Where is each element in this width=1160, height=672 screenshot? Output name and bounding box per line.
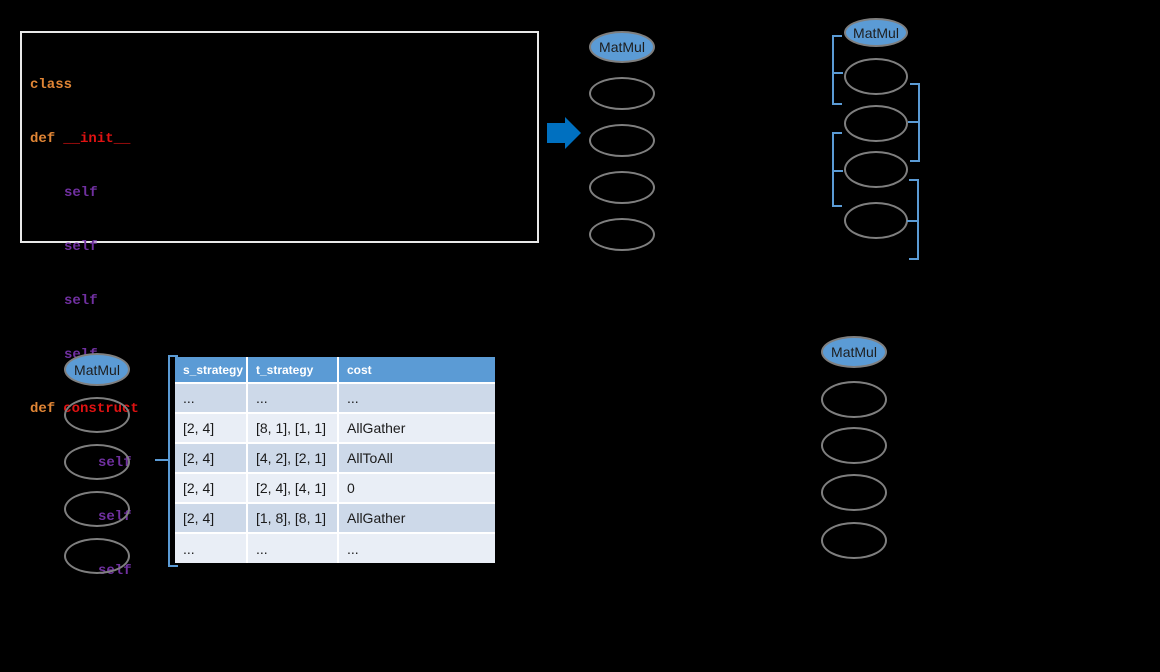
strategy-node <box>844 58 908 95</box>
matmul-node: MatMul <box>844 18 908 47</box>
self-token: self <box>64 239 98 255</box>
keyword-def: def <box>30 131 56 147</box>
matmul-node: MatMul <box>64 353 130 386</box>
matmul-label: MatMul <box>831 344 877 360</box>
table-cell: AllGather <box>338 413 495 444</box>
matmul-label: MatMul <box>599 39 645 55</box>
code-line: def __init__ <box>30 130 537 148</box>
self-token: self <box>64 293 98 309</box>
right-arrow-head-icon <box>565 117 581 149</box>
keyword-class: class <box>30 77 73 93</box>
strategy-node <box>844 105 908 142</box>
table-row: ... ... ... <box>175 383 495 414</box>
table-cell: ... <box>175 383 248 414</box>
strategy-node <box>64 491 130 527</box>
table-row: [2, 4] [4, 2], [2, 1] AllToAll <box>175 443 495 474</box>
bracket-tick <box>834 72 843 74</box>
table-cell: 0 <box>338 473 495 504</box>
column-header-s-strategy: s_strategy <box>175 357 248 384</box>
strategy-node <box>821 474 887 511</box>
table-cell: [2, 4] <box>175 413 248 444</box>
group-bracket <box>907 179 919 260</box>
table-cell: [2, 4] <box>175 473 248 504</box>
code-line: self <box>30 184 537 202</box>
code-line: self <box>30 238 537 256</box>
table-cell: ... <box>338 383 495 414</box>
table-cell: ... <box>175 533 248 563</box>
bracket-connector <box>155 459 170 461</box>
strategy-node <box>589 218 655 251</box>
group-bracket <box>832 35 843 105</box>
strategy-node <box>589 77 655 110</box>
code-panel: class def__init__ self self self self de… <box>20 31 539 579</box>
column-header-cost: cost <box>338 357 495 384</box>
strategy-node <box>64 444 130 480</box>
strategy-node <box>844 202 908 239</box>
keyword-def: def <box>30 401 56 417</box>
strategy-cost-table: s_strategy t_strategy cost ... ... ... [… <box>175 357 495 563</box>
bracket-tick <box>834 170 843 172</box>
table-row: [2, 4] [1, 8], [8, 1] AllGather <box>175 503 495 534</box>
table-row: ... ... ... <box>175 533 495 563</box>
strategy-node <box>821 427 887 464</box>
table-cell: ... <box>247 533 339 563</box>
table-cell: [2, 4] <box>175 503 248 534</box>
right-arrow-icon <box>547 123 565 143</box>
column-header-t-strategy: t_strategy <box>247 357 339 384</box>
strategy-node <box>821 381 887 418</box>
bracket-tick <box>907 220 917 222</box>
group-bracket <box>832 132 843 207</box>
table-cell: [2, 4], [4, 1] <box>247 473 339 504</box>
matmul-label: MatMul <box>853 24 899 41</box>
table-bracket <box>155 355 178 567</box>
table-header-row: s_strategy t_strategy cost <box>175 357 495 384</box>
group-bracket <box>908 83 920 162</box>
method-name-init: __init__ <box>63 131 131 147</box>
table-row: [2, 4] [2, 4], [4, 1] 0 <box>175 473 495 504</box>
table-cell: ... <box>247 383 339 414</box>
table-cell: [4, 2], [2, 1] <box>247 443 339 474</box>
table-cell: AllToAll <box>338 443 495 474</box>
table-cell: AllGather <box>338 503 495 534</box>
code-line: self <box>30 292 537 310</box>
self-token: self <box>64 185 98 201</box>
strategy-node <box>589 124 655 157</box>
strategy-node <box>64 538 130 574</box>
matmul-label: MatMul <box>74 361 120 378</box>
strategy-node <box>844 151 908 188</box>
table-cell: ... <box>338 533 495 563</box>
matmul-node: MatMul <box>821 336 887 368</box>
table-row: [2, 4] [8, 1], [1, 1] AllGather <box>175 413 495 444</box>
bracket-tick <box>908 121 918 123</box>
table-cell: [8, 1], [1, 1] <box>247 413 339 444</box>
code-line: class <box>30 76 537 94</box>
strategy-node <box>821 522 887 559</box>
strategy-node <box>589 171 655 204</box>
table-cell: [2, 4] <box>175 443 248 474</box>
matmul-node: MatMul <box>589 31 655 63</box>
strategy-node <box>64 397 130 433</box>
table-cell: [1, 8], [8, 1] <box>247 503 339 534</box>
